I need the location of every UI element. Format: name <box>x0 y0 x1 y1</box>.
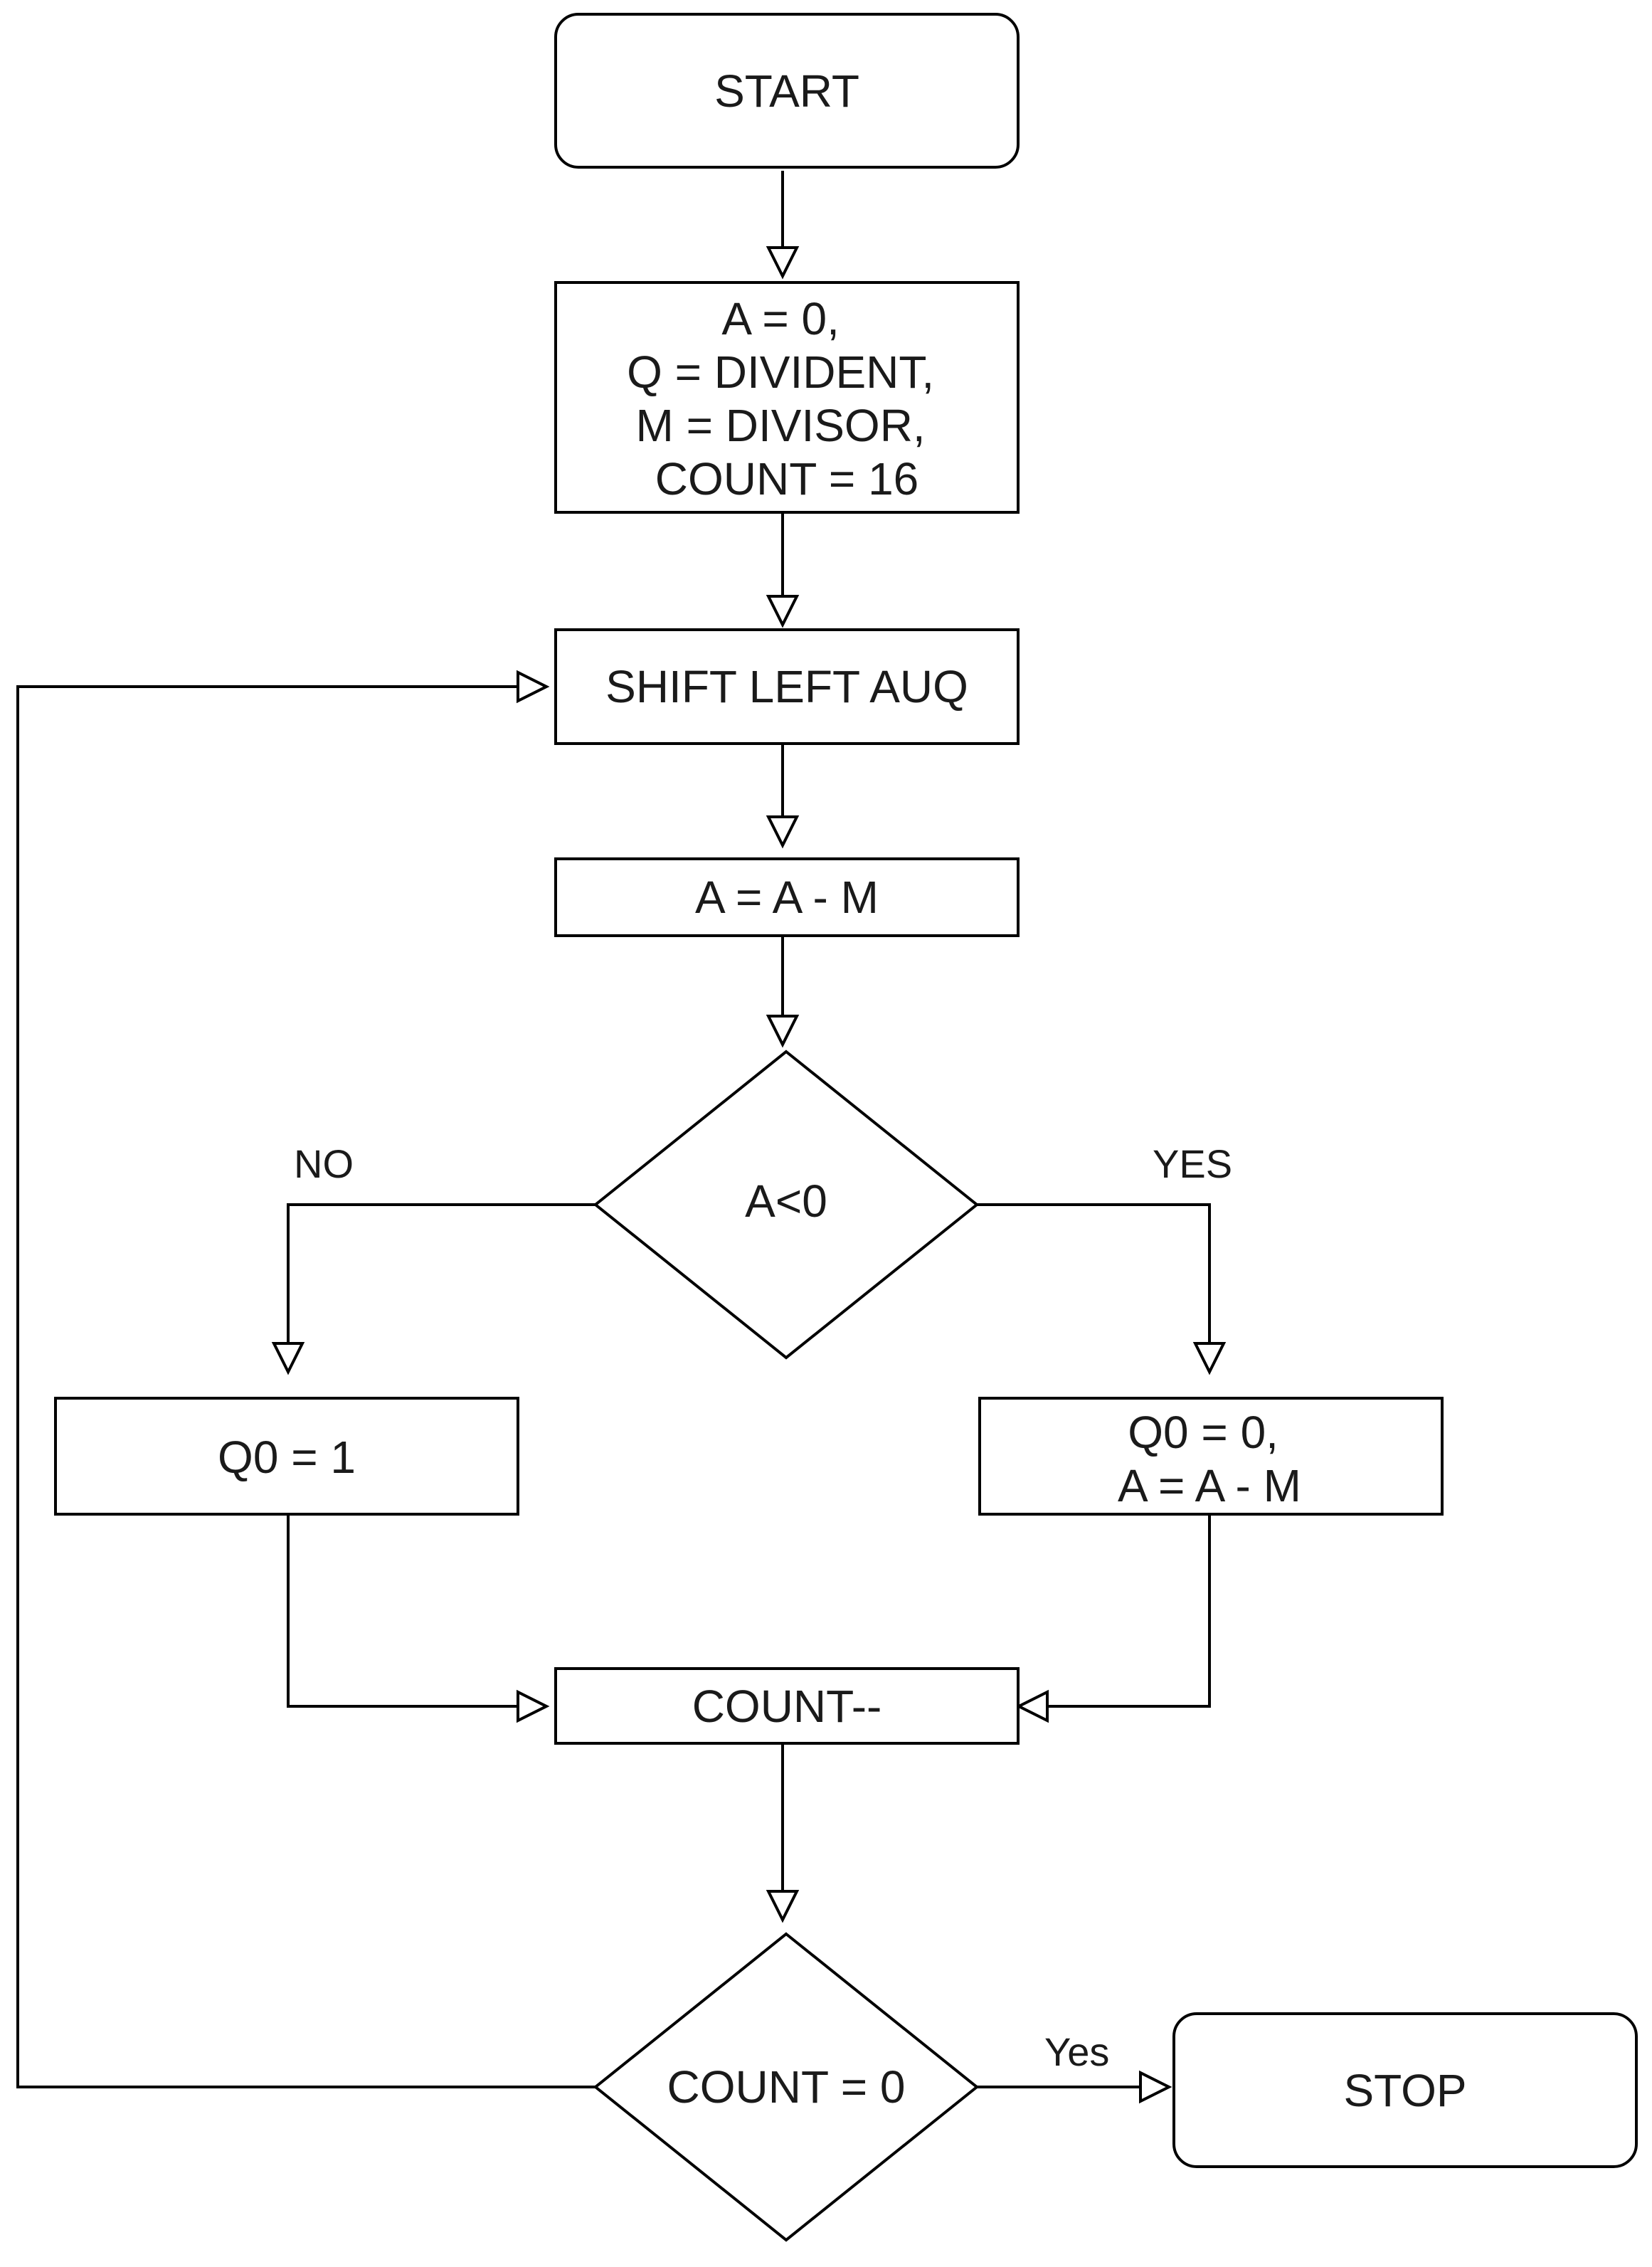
set-q0-line-1: Q0 = 0, <box>1128 1407 1278 1458</box>
decision-a-label: A<0 <box>745 1175 827 1227</box>
shift-process: SHIFT LEFT AUQ <box>554 628 1020 745</box>
set-q1-label: Q0 = 1 <box>218 1432 356 1483</box>
set-q0-line-2: A = A - M <box>1118 1460 1301 1511</box>
svg-text:Q0 = 0, A = A - M: Q0 = 0, A = A - M <box>1118 1407 1301 1511</box>
arrowhead-decision-a <box>766 1015 800 1048</box>
arrowhead-shift <box>766 595 800 628</box>
set-q0-process: Q0 = 0, A = A - M <box>978 1397 1444 1516</box>
arrowhead-decrement-left <box>517 1689 550 1723</box>
start-terminal: START <box>554 13 1020 169</box>
set-q1-process: Q0 = 1 <box>54 1397 519 1516</box>
arrowhead-set-q1 <box>271 1342 305 1375</box>
init-line-3: M = DIVISOR, <box>636 400 926 451</box>
subtract-process: A = A - M <box>554 857 1020 937</box>
decrement-label: COUNT-- <box>692 1681 882 1732</box>
init-line-1: A = 0, <box>721 293 839 344</box>
init-line-2: Q = DIVIDENT, <box>627 347 934 398</box>
yes-label: YES <box>1153 1141 1232 1186</box>
arrowhead-set-q0 <box>1192 1342 1227 1375</box>
init-line-4: COUNT = 16 <box>655 453 919 504</box>
stop-label: STOP <box>1343 2065 1466 2116</box>
arrowhead-decrement-right <box>1015 1689 1049 1723</box>
edge-decision-no <box>287 1203 595 1352</box>
shift-label: SHIFT LEFT AUQ <box>605 661 968 712</box>
start-label: START <box>714 65 859 117</box>
init-process: A = 0, Q = DIVIDENT, M = DIVISOR, COUNT … <box>554 281 1020 514</box>
stop-terminal: STOP <box>1172 2012 1638 2168</box>
decision-a-less-than-zero: A<0 <box>593 1050 980 1360</box>
decrement-process: COUNT-- <box>554 1667 1020 1745</box>
arrowhead-shift-loop <box>517 670 550 704</box>
edge-loop-back <box>16 685 595 2088</box>
subtract-label: A = A - M <box>695 872 879 923</box>
arrowhead-init <box>766 246 800 280</box>
no-label: NO <box>294 1141 354 1186</box>
decision-count-label: COUNT = 0 <box>667 2061 906 2113</box>
decision-count-zero: COUNT = 0 <box>593 1932 980 2242</box>
svg-text:A = 0, Q = DIVIDENT,: A = 0, Q = DIVIDENT, M = DIVISOR, COUNT … <box>627 293 947 504</box>
arrowhead-subtract <box>766 815 800 849</box>
edge-set-q1-to-decrement <box>287 1514 526 1708</box>
edge-decision-yes <box>977 1203 1211 1352</box>
arrowhead-stop <box>1139 2070 1172 2104</box>
arrowhead-count-check <box>766 1890 800 1923</box>
edge-set-q0-to-decrement <box>1039 1514 1211 1708</box>
count-yes-label: Yes <box>1044 2029 1109 2074</box>
